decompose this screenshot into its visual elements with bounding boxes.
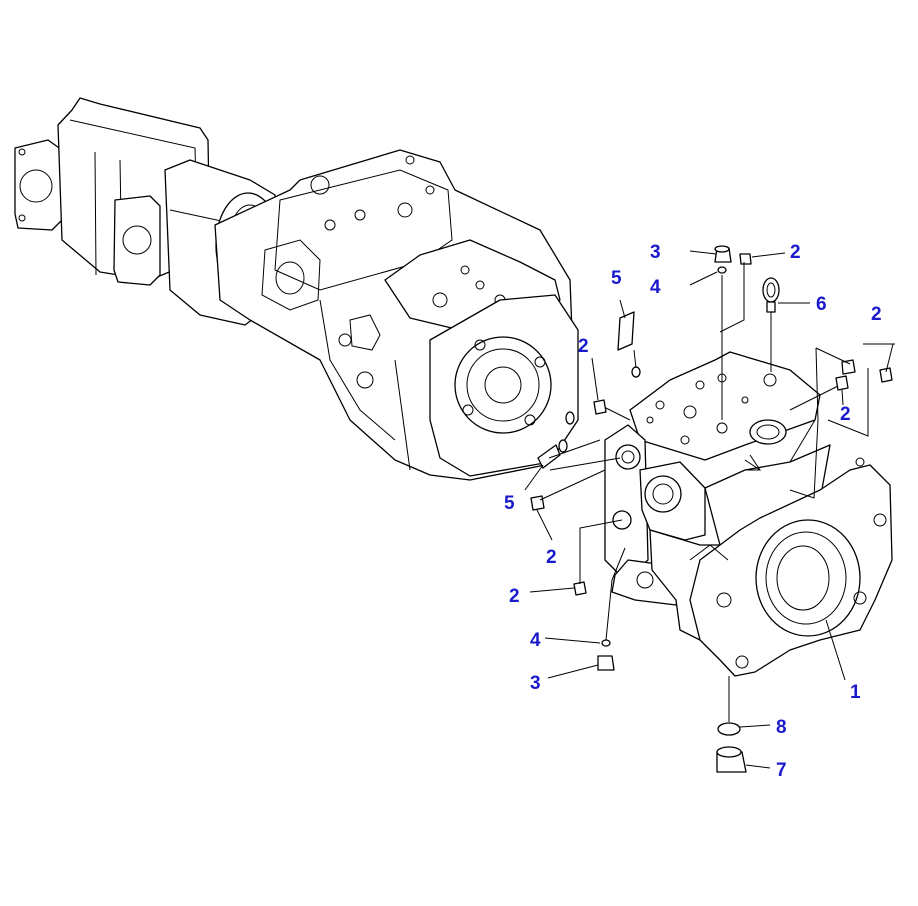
callout-4-bottom: 4 — [530, 630, 541, 651]
callout-4-top: 4 — [650, 277, 661, 298]
main-pump-body — [604, 351, 893, 677]
callout-1: 1 — [850, 682, 861, 703]
leader-lines — [524, 250, 895, 769]
callout-5-top: 5 — [611, 268, 622, 289]
callout-2-right-mid: 2 — [840, 404, 851, 425]
callout-6: 6 — [816, 294, 827, 315]
callout-5-left: 5 — [504, 493, 515, 514]
callout-8: 8 — [776, 717, 787, 738]
callout-3-bottom: 3 — [530, 673, 541, 694]
callout-2-left-top: 2 — [578, 336, 589, 357]
callout-3-top: 3 — [650, 242, 661, 263]
callout-labels: 1 2 2 2 2 2 2 3 3 4 4 5 5 6 7 8 — [504, 242, 882, 781]
pump-assembly-background — [14, 97, 579, 481]
callout-2-left-mid: 2 — [546, 547, 557, 568]
callout-2-right-top: 2 — [871, 304, 882, 325]
callout-2-top: 2 — [790, 242, 801, 263]
callout-2-left-low: 2 — [509, 586, 520, 607]
callout-7: 7 — [776, 760, 787, 781]
